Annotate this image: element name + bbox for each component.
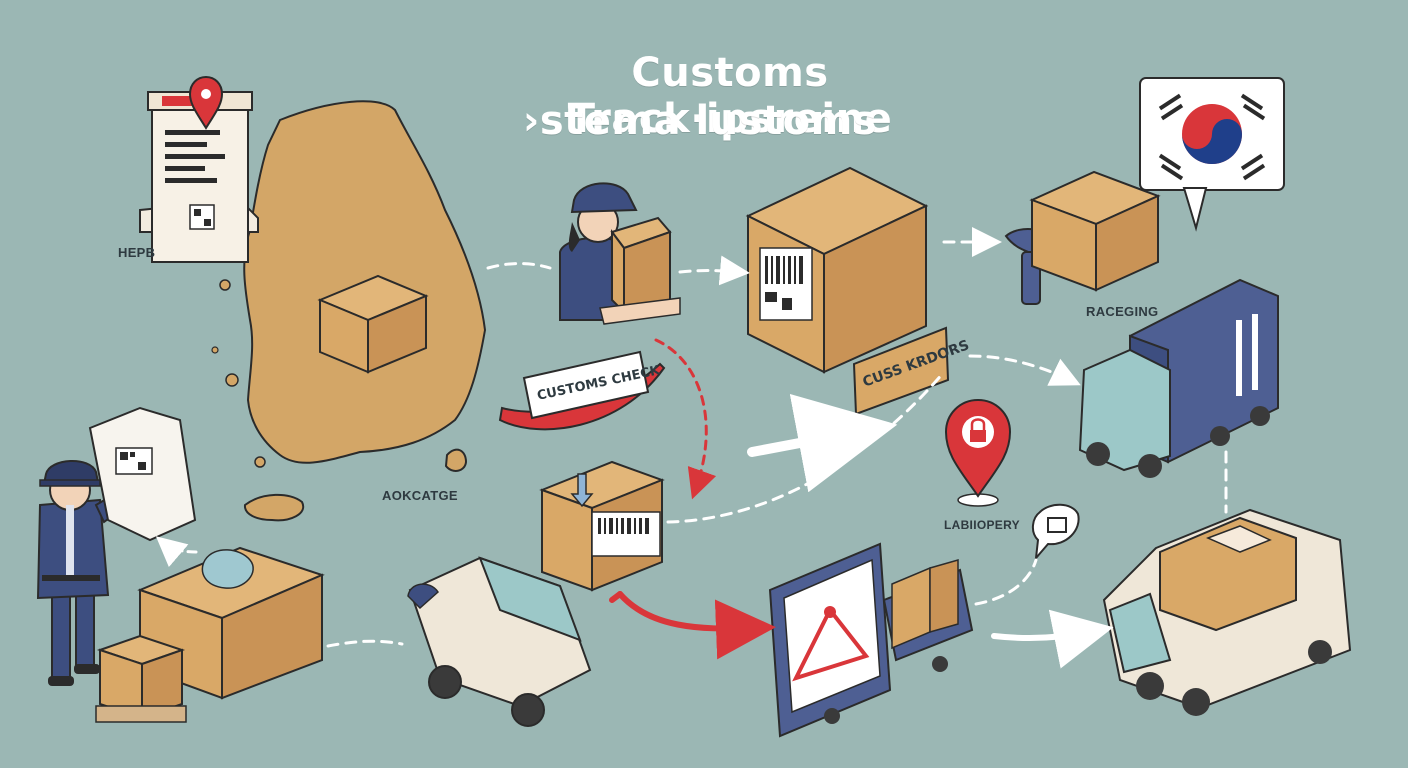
customs-office-document xyxy=(139,91,259,263)
delivery-van xyxy=(407,556,592,727)
package-chat-bubble-icon xyxy=(1032,503,1080,562)
map-pin-icon xyxy=(188,75,224,130)
barcode-icon xyxy=(765,256,803,310)
large-package-barcode xyxy=(745,166,950,416)
customs-officer-carrying-box xyxy=(559,182,681,325)
map-package xyxy=(317,274,429,374)
open-package xyxy=(137,546,325,700)
flow-arrows xyxy=(155,227,1228,669)
raceging-label: RACEGING xyxy=(1086,304,1159,319)
scanned-package xyxy=(1029,170,1161,292)
shipping-label-paper xyxy=(88,406,197,542)
lock-icon xyxy=(944,398,1012,507)
cargo-truck-blue xyxy=(1078,278,1279,478)
package-stack-barcode xyxy=(539,460,665,592)
warning-display-board xyxy=(768,542,974,738)
page-subtitle: ›stema lustoms xyxy=(522,98,878,144)
labiopery-label: LABIIOPERY xyxy=(944,518,1020,532)
korea-flag-icon xyxy=(1139,77,1285,232)
office-label: HEPB xyxy=(118,245,156,260)
page-title: Customs Track·ipsreine xyxy=(567,50,893,142)
small-stacked-boxes xyxy=(95,634,187,723)
map-package-label: AOKCATGE xyxy=(382,488,458,503)
delivery-truck-cream xyxy=(1102,508,1352,716)
customs-check-boat xyxy=(498,350,666,431)
